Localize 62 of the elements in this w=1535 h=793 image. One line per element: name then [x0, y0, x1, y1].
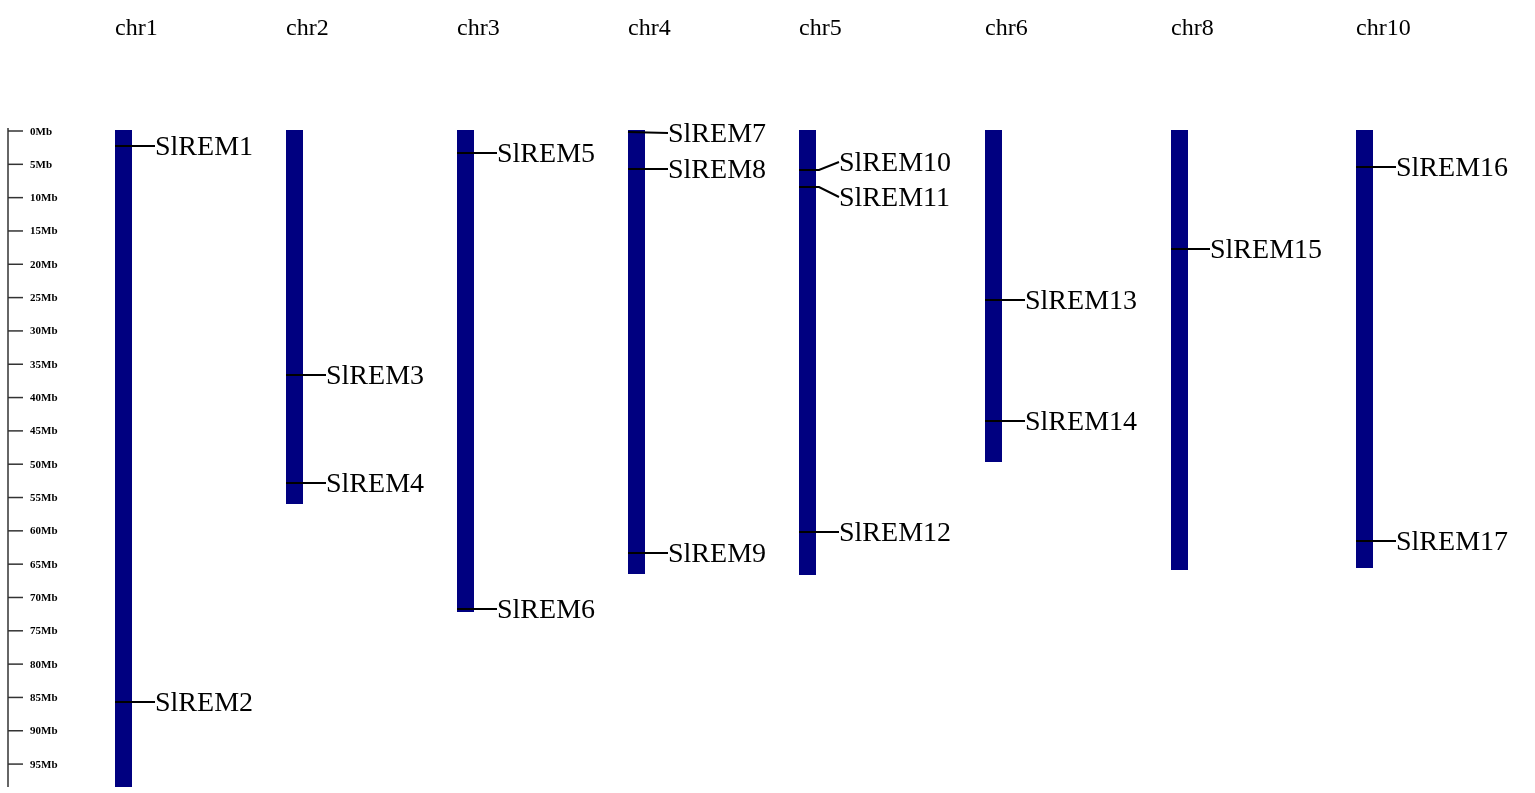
leader-line — [1170, 248, 1211, 250]
tick-label: 10Mb — [30, 191, 58, 205]
tick-label: 40Mb — [30, 391, 58, 405]
gene-label: SlREM7 — [668, 118, 767, 148]
chromosome-label: chr10 — [1356, 13, 1411, 41]
gene-label: SlREM13 — [1025, 285, 1138, 315]
tick-label: 70Mb — [30, 590, 58, 604]
tick-label: 35Mb — [30, 357, 58, 371]
leader-line — [1355, 166, 1397, 168]
chromosome-label: chr6 — [985, 13, 1028, 41]
leader-line — [984, 299, 1026, 301]
leader-line — [627, 552, 669, 554]
leader-line — [798, 186, 840, 198]
gene-label: SlREM12 — [839, 517, 952, 547]
gene-label: SlREM14 — [1025, 406, 1138, 436]
tick-label: 20Mb — [30, 257, 58, 271]
tick-label: 85Mb — [30, 690, 58, 704]
tick-label: 55Mb — [30, 491, 58, 504]
gene-label: SlREM17 — [1396, 526, 1509, 556]
gene-label: SlREM3 — [326, 360, 425, 390]
leader-line — [285, 482, 327, 484]
tick-label: 50Mb — [30, 457, 58, 471]
leader-line — [798, 531, 840, 533]
leader-line — [456, 608, 498, 610]
leader-line — [114, 145, 156, 147]
gene-label: SlREM10 — [839, 147, 952, 177]
tick-label: 75Mb — [30, 624, 58, 638]
gene-label: SlREM5 — [497, 138, 596, 168]
leader-line — [627, 131, 669, 134]
tick-label: 65Mb — [30, 557, 58, 571]
leader-line — [798, 161, 840, 171]
chromosome-label: chr5 — [799, 13, 842, 41]
chromosome-label: chr3 — [457, 13, 500, 41]
gene-label: SlREM1 — [155, 131, 254, 161]
tick-label: 90Mb — [30, 724, 58, 738]
tick-label: 0Mb — [30, 124, 52, 138]
tick-label: 30Mb — [30, 324, 58, 338]
leader-line — [285, 374, 327, 376]
leader-line — [984, 420, 1026, 422]
leader-line — [1355, 540, 1397, 542]
tick-label: 25Mb — [30, 291, 58, 305]
gene-label: SlREM16 — [1396, 152, 1509, 182]
gene-label: SlREM2 — [155, 687, 254, 717]
gene-label: SlREM9 — [668, 538, 767, 568]
tick-label: 5Mb — [30, 157, 52, 171]
gene-label: SlREM6 — [497, 594, 596, 624]
chromosome-label: chr2 — [286, 13, 329, 41]
tick-label: 45Mb — [30, 424, 58, 438]
leader-line — [627, 168, 669, 170]
leader-line — [114, 701, 156, 703]
tick-label: 95Mb — [30, 757, 58, 771]
tick-label: 15Mb — [30, 224, 58, 238]
chromosome-label: chr1 — [115, 13, 158, 41]
tick-label: 60Mb — [30, 524, 58, 538]
gene-label: SlREM11 — [839, 182, 950, 212]
gene-label: SlREM15 — [1210, 234, 1323, 264]
gene-label: SlREM8 — [668, 154, 767, 184]
leader-line — [456, 152, 498, 154]
chromosome-label: chr4 — [628, 13, 671, 41]
gene-label: SlREM4 — [326, 468, 425, 498]
tick-label: 80Mb — [30, 657, 58, 671]
chromosome-label: chr8 — [1171, 13, 1214, 41]
